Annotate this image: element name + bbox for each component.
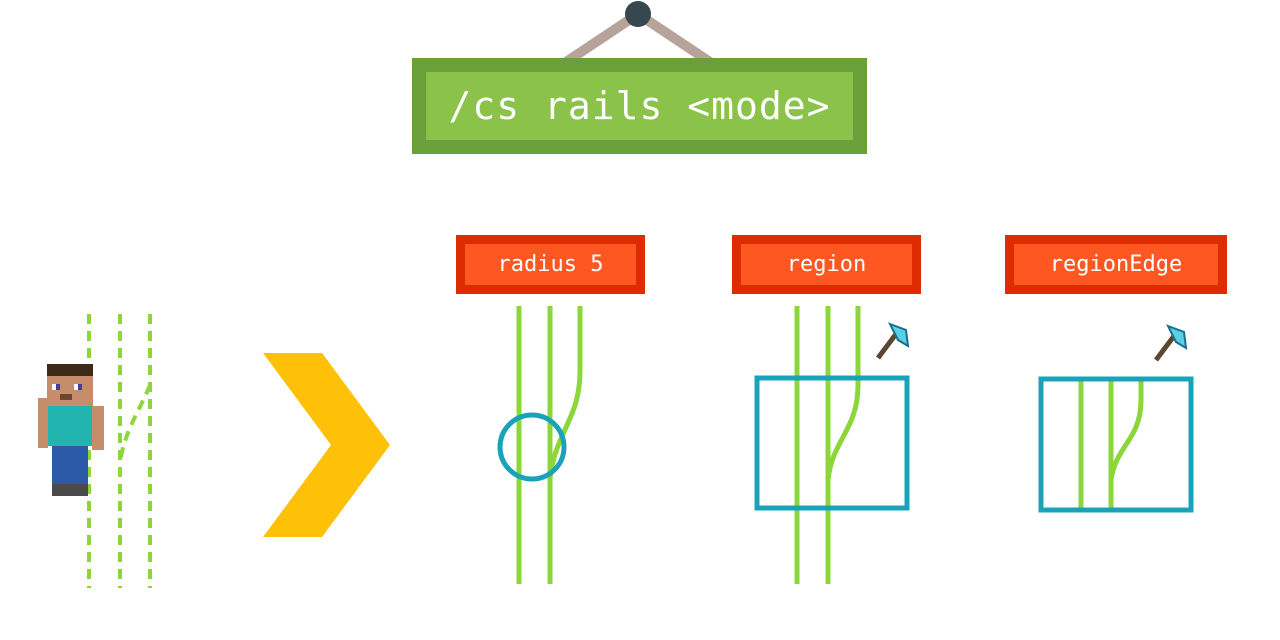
mode-tag-inner: region (741, 244, 912, 285)
mode-label-region-edge: regionEdge (1049, 252, 1183, 277)
command-text: /cs rails <mode> (448, 84, 831, 128)
chain-right (633, 9, 715, 67)
panel-radius (497, 306, 583, 584)
nail-icon (625, 1, 651, 27)
mode-label-radius: radius 5 (497, 252, 604, 277)
mode-label-region: region (786, 252, 867, 277)
chain-left (561, 9, 643, 67)
arrow-right-icon (263, 353, 390, 537)
command-sign-inner: /cs rails <mode> (426, 72, 853, 140)
axe-icon (876, 322, 910, 360)
mode-tag-radius: radius 5 (456, 235, 645, 294)
mode-tag-region-edge: regionEdge (1005, 235, 1227, 294)
command-sign: /cs rails <mode> (412, 58, 867, 154)
axe-icon (1154, 324, 1188, 362)
mode-tag-inner: regionEdge (1014, 244, 1218, 285)
panel-region-edge (1038, 324, 1194, 513)
mode-tag-region: region (732, 235, 921, 294)
dashed-rails (87, 314, 152, 588)
player-icon (38, 364, 104, 496)
selection-region-edge (1038, 376, 1194, 513)
mode-tag-inner: radius 5 (465, 244, 636, 285)
selection-circle (497, 412, 567, 482)
selection-region (754, 375, 910, 511)
panel-region (754, 306, 910, 584)
